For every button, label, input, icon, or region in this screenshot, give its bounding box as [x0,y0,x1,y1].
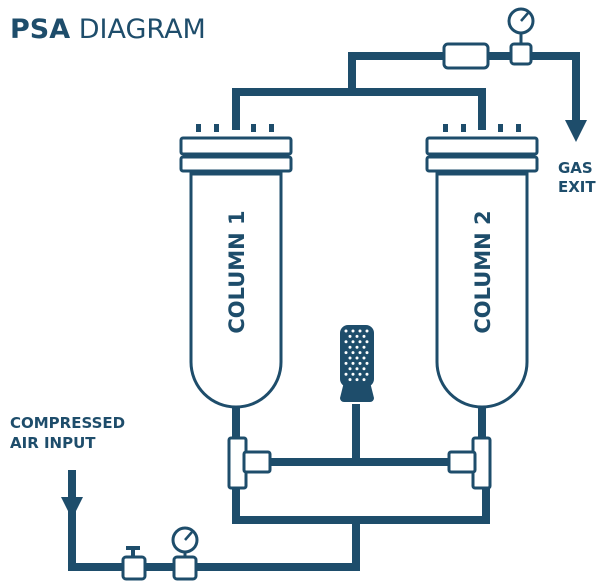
perforation-dot [351,340,355,344]
compressed-air-input-pipe [68,505,360,571]
column-1-vessel [189,172,283,409]
column-1-bolt [251,124,256,132]
perforation-dot [355,378,359,382]
column-1-bolt [196,124,201,132]
perforation-dot [344,340,348,344]
gas-exit-arrow-icon [565,120,587,142]
silencer-icon [340,325,374,402]
title-bold: PSA [10,14,70,45]
column-1-top-flange [179,136,293,156]
column-1-switching-valve-icon [227,436,272,490]
perforation-dot [362,378,366,382]
column-1-label: COLUMN 1 [225,210,249,333]
column-2-vessel [435,172,529,409]
column-2-switching-valve-icon [447,436,492,490]
perforation-dot [348,334,352,338]
column-1: COLUMN 1 [179,124,293,409]
column-1-bolt [214,124,219,132]
inlet-pressure-gauge-icon [171,526,199,581]
column-2-lower-flange [425,155,539,173]
air-input-arrow-icon [61,497,83,519]
perforation-dot [358,340,362,344]
perforation-dot [348,378,352,382]
column-1-lower-flange [179,155,293,173]
outlet-pressure-gauge-icon [507,7,535,66]
column-2-bolt [498,124,503,132]
gas-exit-pipe [352,52,580,122]
gas-exit-label-line1: GAS [558,159,593,177]
perforation-dot [348,356,352,360]
air-input-label-line2: AIR INPUT [10,434,96,452]
perforation-dot [351,361,355,365]
column-2-bolt [516,124,521,132]
perforation-dot [358,329,362,333]
perforation-dot [365,329,369,333]
perforation-dot [355,334,359,338]
column-1-bolt [269,124,274,132]
perforation-dot [362,334,366,338]
perforation-dot [355,356,359,360]
perforation-dot [351,329,355,333]
gas-exit-label-line2: EXIT [558,178,596,196]
perforation-dot [358,361,362,365]
silencer-perforations [344,329,369,382]
perforation-dot [344,361,348,365]
perforation-dot [355,345,359,349]
perforation-dot [365,361,369,365]
perforation-dot [344,372,348,376]
perforation-dot [355,367,359,371]
column-2-label: COLUMN 2 [471,210,495,333]
perforation-dot [362,345,366,349]
perforation-dot [344,329,348,333]
perforation-dot [351,351,355,355]
perforation-dot [365,340,369,344]
perforation-dot [365,351,369,355]
perforation-dot [358,372,362,376]
perforation-dot [358,351,362,355]
air-input-label-line1: COMPRESSED [10,414,125,432]
column-2-bolt [443,124,448,132]
inlet-manifold-pipe [232,488,490,524]
perforation-dot [362,356,366,360]
perforation-dot [351,372,355,376]
inlet-valve-icon [121,546,147,581]
perforation-dot [344,351,348,355]
perforation-dot [365,372,369,376]
perforation-dot [362,367,366,371]
perforation-dot [348,367,352,371]
diagram-title: PSA DIAGRAM [10,14,206,45]
column-2: COLUMN 2 [425,124,539,409]
outlet-filter-icon [442,42,490,70]
column-top-manifold-pipe [232,88,486,130]
title-rest: DIAGRAM [79,14,206,45]
column-2-bolt [461,124,466,132]
perforation-dot [348,345,352,349]
column-2-top-flange [425,136,539,156]
